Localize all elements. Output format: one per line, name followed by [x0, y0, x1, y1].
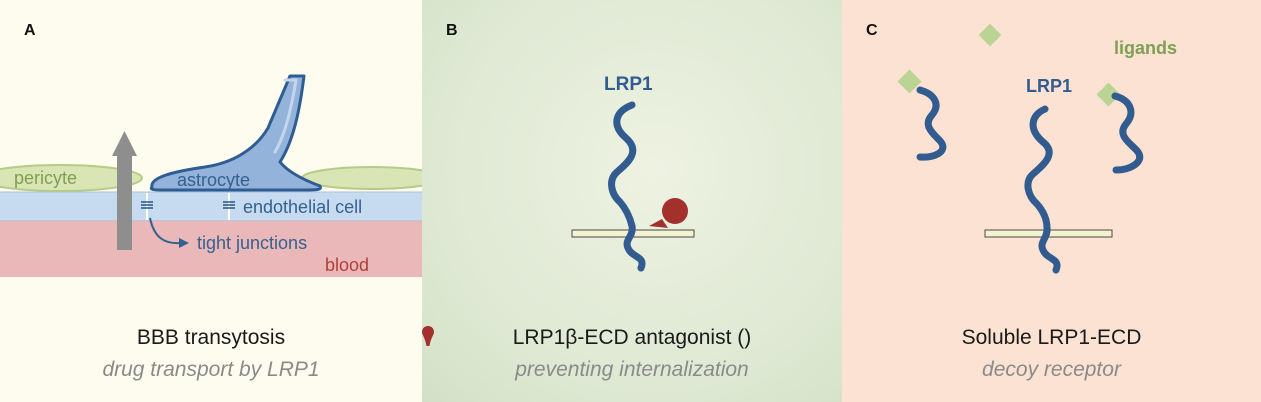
- panel-c: ligands LRP1 C Soluble LRP1-ECD decoy re…: [842, 0, 1261, 402]
- panel-b-title-suffix: ): [744, 326, 752, 349]
- astrocyte-shape: [149, 74, 322, 192]
- ligand-top: [978, 23, 1002, 47]
- antagonist-diagram: LRP1: [571, 74, 695, 272]
- transcytosis-arrow: [117, 153, 132, 250]
- soluble-lrp1-left: [916, 86, 947, 161]
- panel-a-title: BBB transytosis: [136, 326, 286, 349]
- tight-junctions-label: tight junctions: [197, 233, 307, 253]
- astrocyte-label: astrocyte: [177, 170, 250, 190]
- panel-c-title: Soluble LRP1-ECD: [961, 326, 1142, 349]
- decoy-diagram: ligands LRP1: [897, 23, 1177, 274]
- bbb-diagram: pericyte astrocyte endothelial cell tigh…: [0, 74, 422, 277]
- panel-a: pericyte astrocyte endothelial cell tigh…: [0, 0, 422, 402]
- blood-layer: [0, 221, 422, 277]
- panel-letter-b: B: [446, 22, 458, 39]
- panel-b-title: LRP1β-ECD antagonist (): [422, 326, 842, 350]
- antagonist-stem: [649, 219, 668, 228]
- tight-junction-pointer: [149, 217, 181, 245]
- panel-letter-a: A: [24, 22, 36, 39]
- antagonist-icon: [422, 326, 434, 346]
- panel-b-subtitle: preventing internalization: [515, 358, 749, 381]
- pericyte-label: pericyte: [14, 168, 77, 188]
- blood-label: blood: [325, 255, 369, 275]
- lrp1-label: LRP1: [604, 74, 653, 95]
- endothelial-layer: [0, 192, 422, 222]
- antagonist-head: [662, 198, 688, 224]
- lrp1-receptor: [608, 101, 646, 272]
- panel-b-title-text: LRP1β-ECD antagonist (: [512, 326, 745, 349]
- endothelial-cell-label: endothelial cell: [243, 197, 362, 217]
- panel-b: LRP1 B LRP1β-ECD antagonist () preventin…: [422, 0, 842, 402]
- lrp1-label: LRP1: [1026, 76, 1072, 96]
- panel-c-subtitle: decoy receptor: [982, 358, 1121, 381]
- lrp1-receptor: [1024, 105, 1061, 274]
- pericyte-left-shape: [0, 164, 143, 192]
- panel-letter-c: C: [866, 22, 878, 39]
- tight-junction-marks: [141, 201, 235, 209]
- ligands-label: ligands: [1114, 38, 1177, 58]
- panel-a-subtitle: drug transport by LRP1: [102, 358, 320, 381]
- soluble-lrp1-right: [1111, 92, 1144, 174]
- ligand-right: [1096, 82, 1121, 107]
